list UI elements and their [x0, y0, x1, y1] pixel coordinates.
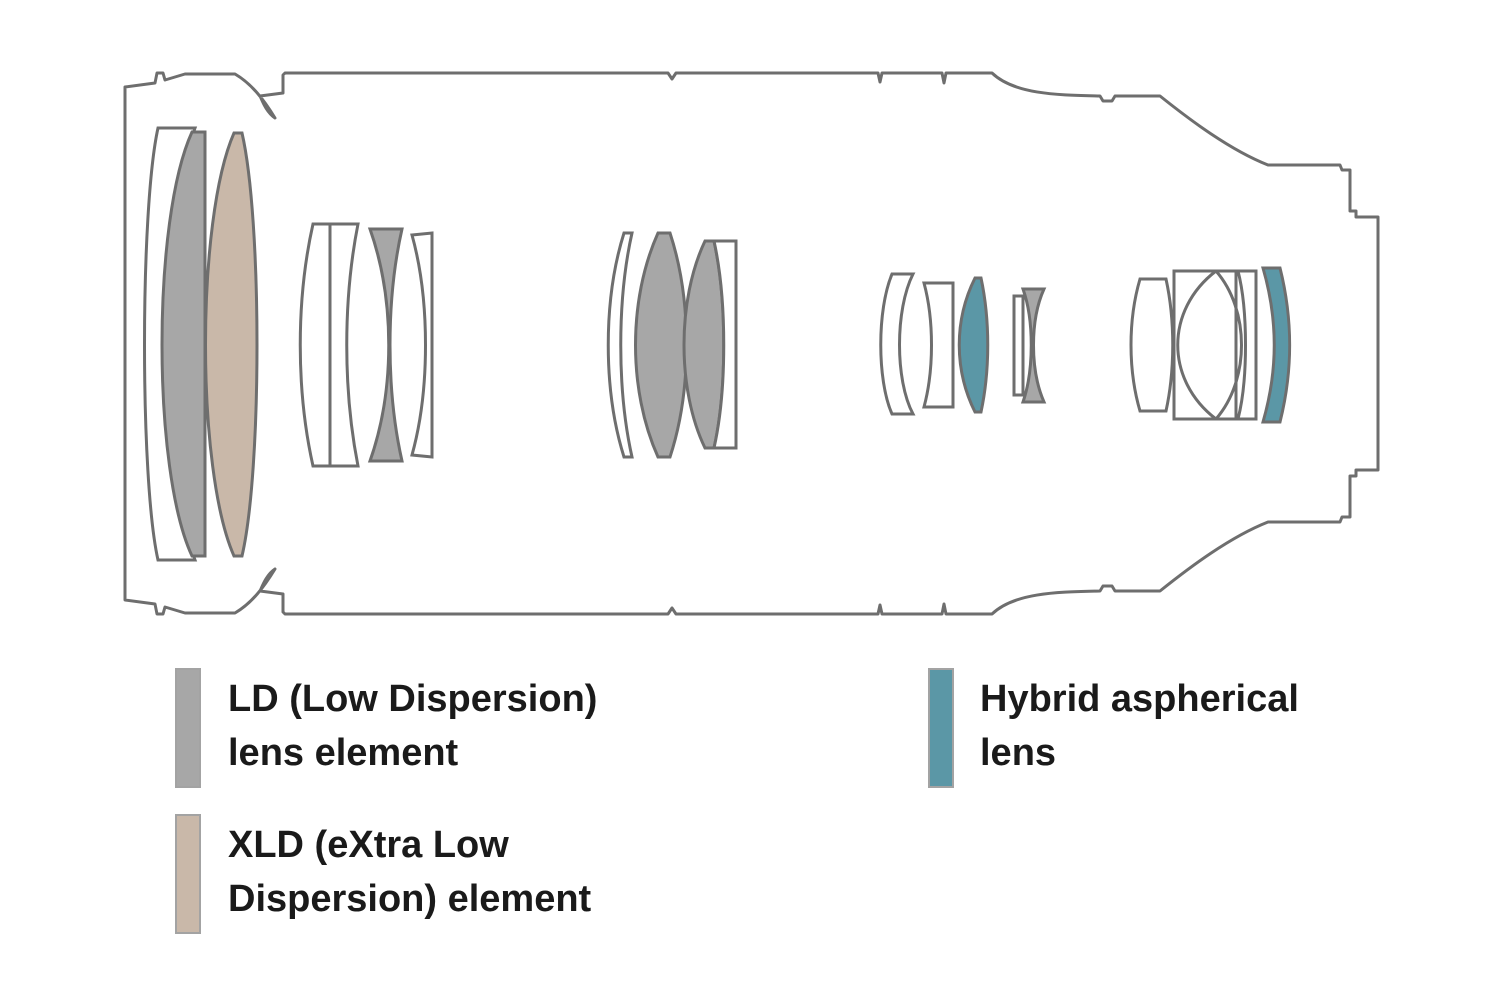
- lens-element-ld: [160, 130, 207, 558]
- lens-element-hybrid-aspherical: [1261, 266, 1292, 424]
- lens-element-plain: [1172, 269, 1221, 421]
- lens-element-xld: [204, 131, 259, 558]
- lens-element-plain: [1012, 294, 1025, 397]
- lens-element-plain: [410, 231, 434, 459]
- lens-element-hybrid-aspherical: [957, 276, 990, 414]
- xld-color-swatch: [175, 814, 201, 934]
- lens-element-plain: [328, 222, 360, 468]
- lens-element-ld: [1020, 287, 1047, 404]
- lens-construction-diagram: [123, 71, 1380, 616]
- ld-color-swatch: [175, 668, 201, 788]
- legend-label-xld: XLD (eXtra Low Dispersion) element: [228, 824, 592, 920]
- lens-element-plain: [606, 231, 634, 459]
- legend-label-hybrid-aspherical: Hybrid aspherical lens: [980, 678, 1299, 774]
- lens-element-plain: [712, 239, 738, 450]
- lens-element-plain: [1236, 269, 1258, 421]
- lens-element-plain: [922, 281, 955, 409]
- lens-element-ld: [634, 231, 688, 459]
- lens-barrel-outline: [123, 71, 1380, 616]
- lens-element-plain: [1212, 269, 1243, 421]
- lens-element-ld: [682, 239, 726, 450]
- legend-label-ld: LD (Low Dispersion) lens element: [228, 678, 598, 774]
- hybrid-aspherical-color-swatch: [928, 668, 954, 788]
- lens-element-plain: [879, 272, 916, 416]
- lens-element-plain: [298, 222, 332, 468]
- lens-element-ld: [367, 227, 404, 463]
- lens-element-plain: [1129, 277, 1175, 413]
